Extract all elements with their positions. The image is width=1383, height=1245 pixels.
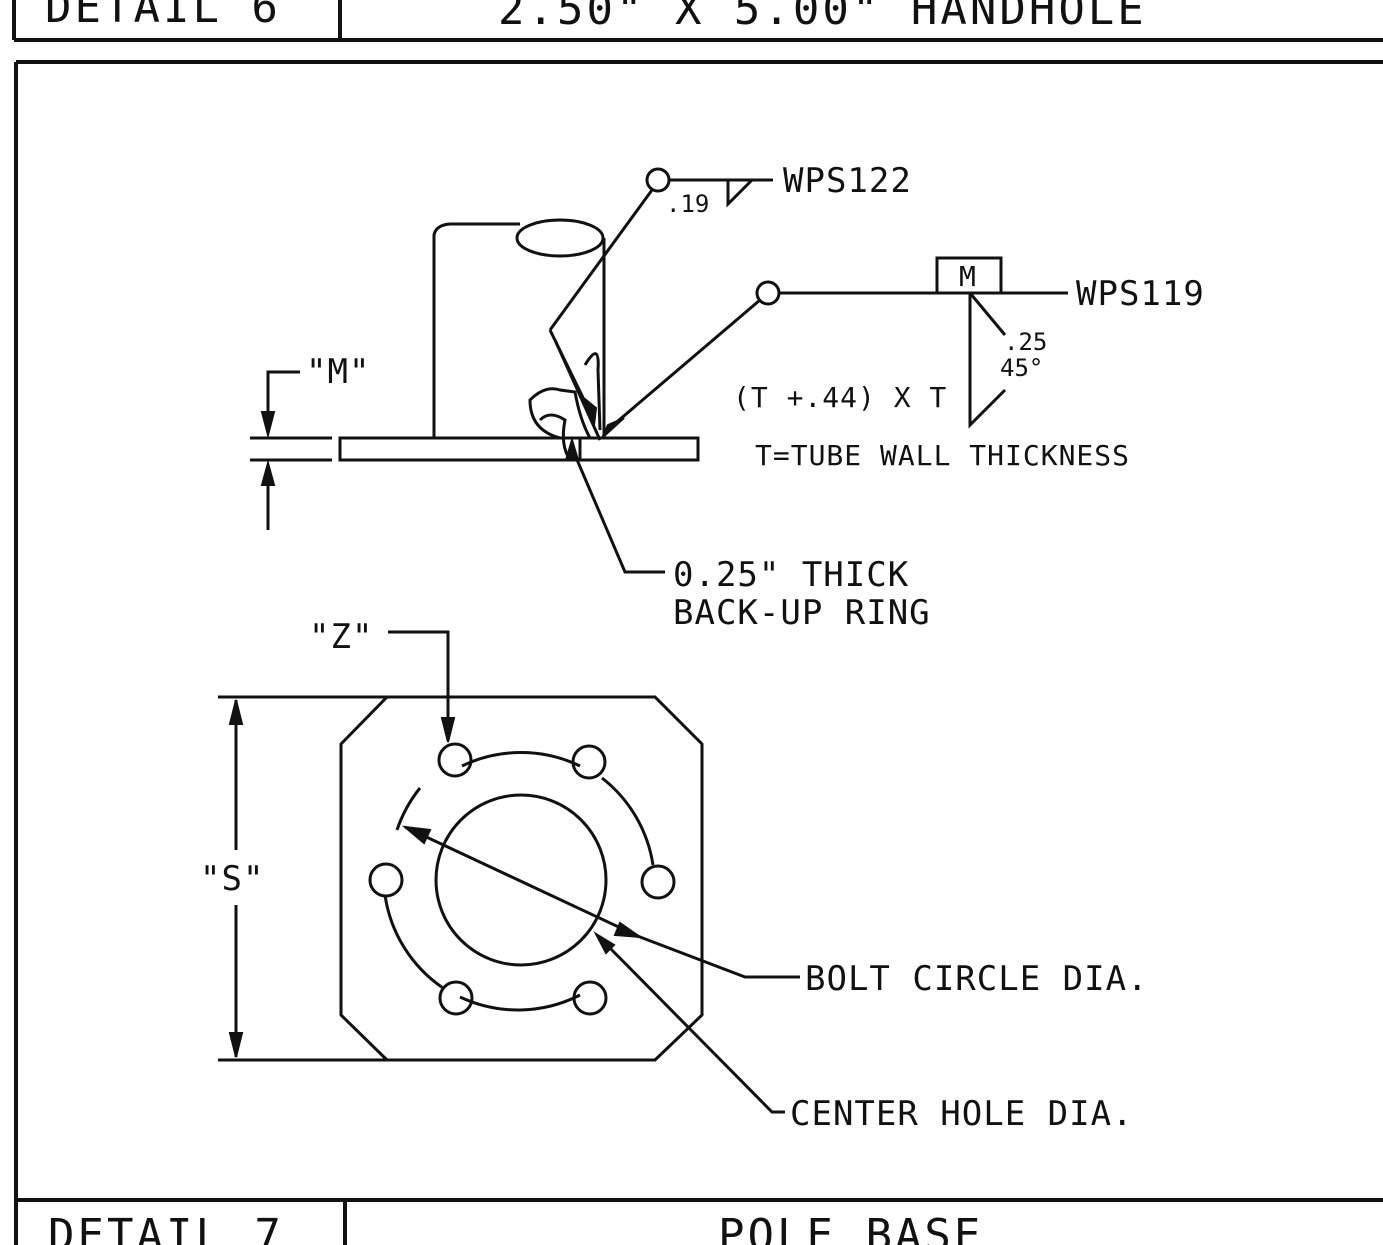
backup-ring-callout: 0.25" THICK BACK-UP RING	[564, 436, 931, 633]
lower-weld-spec: WPS119	[1076, 274, 1205, 314]
bolt-hole	[438, 980, 474, 1016]
center-hole-label: CENTER HOLE DIA.	[790, 1094, 1134, 1134]
bolt-hole	[368, 862, 404, 898]
tube-wall-note: T=TUBE WALL THICKNESS	[755, 439, 1130, 472]
lower-weld-size: .25	[1004, 328, 1047, 356]
bolt-hole	[640, 864, 676, 900]
dimension-s-label: "S"	[200, 859, 264, 899]
lower-weld-symbol: M	[959, 260, 977, 293]
dimension-m-label: "M"	[306, 352, 370, 392]
dimension-z-label: "Z"	[309, 617, 373, 657]
title-block-detail-7: DETAIL 7 POLE BASE	[48, 1210, 983, 1245]
detail-6-label: DETAIL 6	[45, 0, 281, 33]
detail-7-title: POLE BASE	[718, 1210, 983, 1245]
detail-6-title: 2.50" X 5.00" HANDHOLE	[498, 0, 1147, 35]
detail-7-label: DETAIL 7	[48, 1210, 284, 1245]
bolt-circle-callout: BOLT CIRCLE DIA.	[401, 825, 1149, 999]
weld-symbol-lower: M WPS119 .25 45° (T +.44) X T T=TUBE WAL…	[601, 256, 1205, 472]
frame	[14, 60, 1383, 1245]
lower-weld-angle: 45°	[1000, 354, 1043, 382]
backup-ring-line-2: BACK-UP RING	[673, 593, 931, 633]
dimension-z: "Z"	[309, 617, 456, 743]
bolt-hole	[572, 980, 608, 1016]
center-hole	[434, 793, 608, 967]
bolt-hole	[571, 744, 607, 780]
title-block-detail-6: DETAIL 6 2.50" X 5.00" HANDHOLE	[12, 0, 1383, 42]
backup-ring-line-1: 0.25" THICK	[673, 555, 909, 595]
center-hole-callout: CENTER HOLE DIA.	[593, 931, 1134, 1134]
dimension-m: "M"	[260, 352, 370, 530]
weld-symbol-upper: .19 WPS122	[548, 161, 912, 441]
upper-weld-spec: WPS122	[783, 161, 912, 201]
dimension-s: "S"	[200, 695, 387, 1062]
bolt-circle-label: BOLT CIRCLE DIA.	[805, 959, 1149, 999]
bolt-hole	[437, 742, 473, 778]
pole-elevation	[250, 218, 700, 462]
weld-formula: (T +.44) X T	[733, 381, 947, 414]
base-plate-plan	[339, 695, 704, 1062]
upper-weld-size: .19	[666, 190, 709, 218]
